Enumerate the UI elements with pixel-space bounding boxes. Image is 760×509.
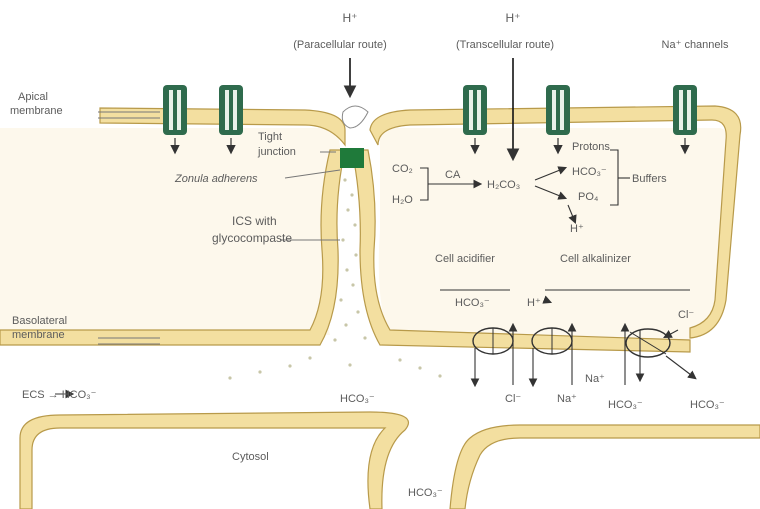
label-na-bottom2: Na⁺ [585, 373, 605, 385]
label-zonula: Zonula adherens [174, 173, 258, 185]
label-na-bottom: Na⁺ [557, 393, 577, 405]
label-cell-alkalinizer: Cell alkalinizer [560, 253, 631, 265]
tight-junction [342, 106, 368, 128]
label-cytosol: Cytosol [232, 451, 269, 463]
label-h-lower: H⁺ [527, 297, 541, 309]
label-apical-1: Apical [18, 91, 48, 103]
lower-right-cell [450, 425, 760, 509]
label-cl-right: Cl⁻ [678, 309, 694, 321]
zonula-adherens-block [340, 148, 364, 168]
label-h2o: H₂O [392, 194, 413, 206]
label-top-h: H⁺ [343, 11, 358, 25]
label-ecs-hco3: ECS → HCO₃⁻ [22, 389, 97, 401]
label-ca: CA [445, 169, 461, 181]
label-tight-1: Tight [258, 131, 282, 143]
label-po4: PO₄ [578, 191, 599, 203]
label-hco3-center: HCO₃⁻ [340, 393, 375, 405]
label-buffers: Buffers [632, 173, 667, 185]
label-ics-2: glycocompaste [212, 231, 292, 245]
label-cell-acidifier: Cell acidifier [435, 253, 495, 265]
na-channel-3 [463, 85, 487, 135]
na-channel-2 [219, 85, 243, 135]
label-hco3-foot: HCO₃⁻ [408, 487, 443, 499]
label-hco3-bottom: HCO₃⁻ [608, 399, 643, 411]
label-ics-1: ICS with [232, 214, 277, 228]
label-basolateral-1: Basolateral [12, 315, 67, 327]
label-hco3-mid: HCO₃⁻ [455, 297, 490, 309]
na-channel-1 [163, 85, 187, 135]
label-paracellular: (Paracellular route) [293, 39, 387, 51]
label-basolateral-2: membrane [12, 329, 65, 341]
na-channel-4 [546, 85, 570, 135]
label-h-center: H⁺ [570, 223, 584, 235]
label-cl-bottom: Cl⁻ [505, 393, 521, 405]
label-hco3-right: HCO₃⁻ [690, 399, 725, 411]
label-na-channels: Na⁺ channels [662, 39, 729, 51]
label-top-h2: H⁺ [506, 11, 521, 25]
lower-left-cell [20, 412, 408, 509]
label-tight-2: junction [257, 146, 296, 158]
label-co2: CO₂ [392, 163, 413, 175]
label-transcellular: (Transcellular route) [456, 39, 554, 51]
label-hco3-top: HCO₃⁻ [572, 166, 607, 178]
label-h2co3: H₂CO₃ [487, 179, 520, 191]
na-channel-5 [673, 85, 697, 135]
label-apical-2: membrane [10, 105, 63, 117]
label-protons: Protons [572, 141, 610, 153]
